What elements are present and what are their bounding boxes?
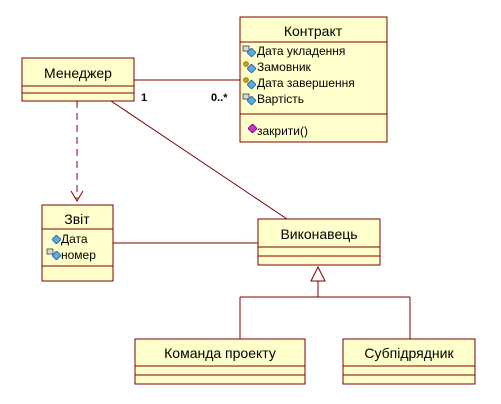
attribute-row: Замовник	[243, 60, 312, 74]
attribute-label: Дата завершення	[257, 76, 355, 90]
class-subcontractor[interactable]: Субпідрядник	[342, 338, 476, 385]
attribute-row: Дата завершення	[243, 76, 355, 90]
multiplicity-contract: 0..*	[211, 92, 228, 104]
class-contract-name: Контракт	[284, 23, 343, 39]
dependency-manager-report	[70, 101, 84, 202]
attribute-row: Дата	[52, 232, 88, 246]
association-manager-performer	[110, 100, 288, 220]
attribute-label: Вартість	[257, 92, 304, 106]
class-performer[interactable]: Виконавець	[257, 218, 381, 266]
class-contract[interactable]: Контракт Дата укладення Замовник Дата за…	[239, 16, 388, 143]
key-diamond-icon	[243, 61, 256, 73]
class-manager[interactable]: Менеджер	[21, 57, 135, 102]
generalization-performer-subclasses	[239, 265, 411, 339]
class-performer-name: Виконавець	[280, 226, 357, 242]
class-report-name: Звіт	[64, 211, 90, 227]
attribute-label: Замовник	[257, 60, 312, 74]
attribute-label: Дата укладення	[257, 44, 345, 58]
inheritance-arrowhead	[310, 265, 326, 282]
class-project-team[interactable]: Команда проекту	[134, 338, 306, 385]
lock-diamond-icon	[242, 93, 256, 105]
lock-diamond-icon	[242, 45, 256, 57]
multiplicity-manager: 1	[141, 92, 147, 104]
attribute-row: Вартість	[242, 92, 304, 106]
attribute-row: Дата укладення	[242, 44, 345, 58]
attribute-label: Дата	[61, 232, 88, 246]
attribute-label: номер	[61, 248, 96, 262]
lock-diamond-icon	[46, 248, 61, 260]
class-subcontractor-name: Субпідрядник	[364, 345, 454, 361]
operation-label: закрити()	[257, 124, 308, 138]
attribute-row: номер	[46, 248, 96, 262]
operation-row: закрити()	[248, 124, 308, 138]
class-manager-name: Менеджер	[44, 65, 112, 81]
class-report[interactable]: Звіт Дата номер	[41, 204, 114, 282]
key-diamond-icon	[243, 77, 256, 89]
class-project-team-name: Команда проекту	[164, 345, 276, 361]
